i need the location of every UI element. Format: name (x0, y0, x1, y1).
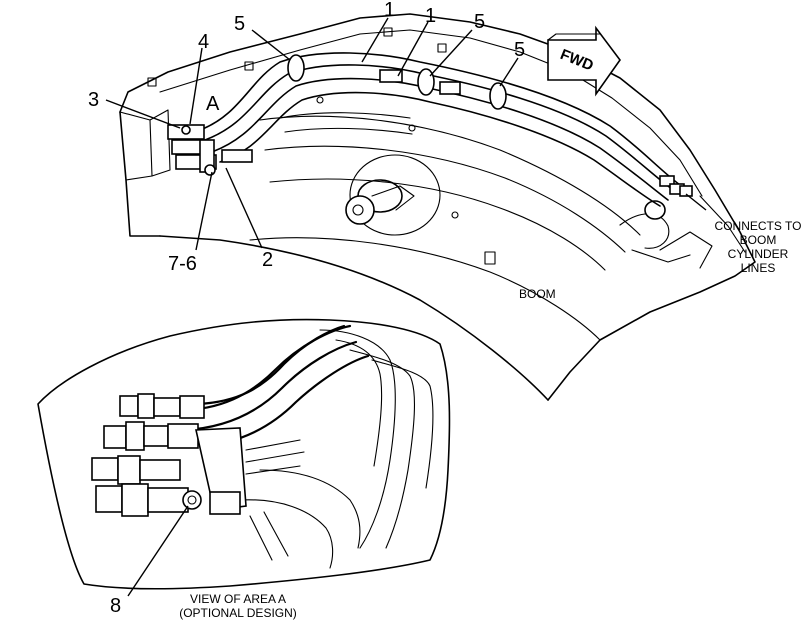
detail-view-area-a (37, 318, 451, 597)
connects-line-3: CYLINDER (728, 247, 789, 261)
fwd-arrow: FWD (547, 25, 621, 97)
callout-2: 2 (262, 249, 273, 271)
callout-5c: 5 (514, 39, 525, 61)
callout-5a: 5 (234, 13, 245, 35)
area-a-valve-cluster (167, 124, 253, 176)
hose-clamps (287, 54, 507, 110)
callout-1a: 1 (384, 0, 395, 21)
callout-1b: 1 (425, 5, 436, 27)
callout-7-6: 7-6 (168, 253, 197, 275)
boom-label: BOOM (519, 287, 556, 301)
callout-8: 8 (110, 595, 121, 617)
boom-structure (119, 13, 756, 401)
connects-line-4: LINES (741, 261, 776, 275)
callout-5b: 5 (474, 11, 485, 33)
callout-4: 4 (198, 31, 209, 53)
connects-line-1: CONNECTS TO (715, 219, 802, 233)
view-caption-line-1: VIEW OF AREA A (190, 592, 286, 606)
upper-leader-lines (105, 17, 707, 251)
area-a-label: A (206, 93, 220, 115)
callout-3: 3 (88, 89, 99, 111)
front-fittings (659, 175, 693, 197)
view-caption-line-2: (OPTIONAL DESIGN) (179, 606, 297, 620)
connects-line-2: BOOM (740, 233, 777, 247)
